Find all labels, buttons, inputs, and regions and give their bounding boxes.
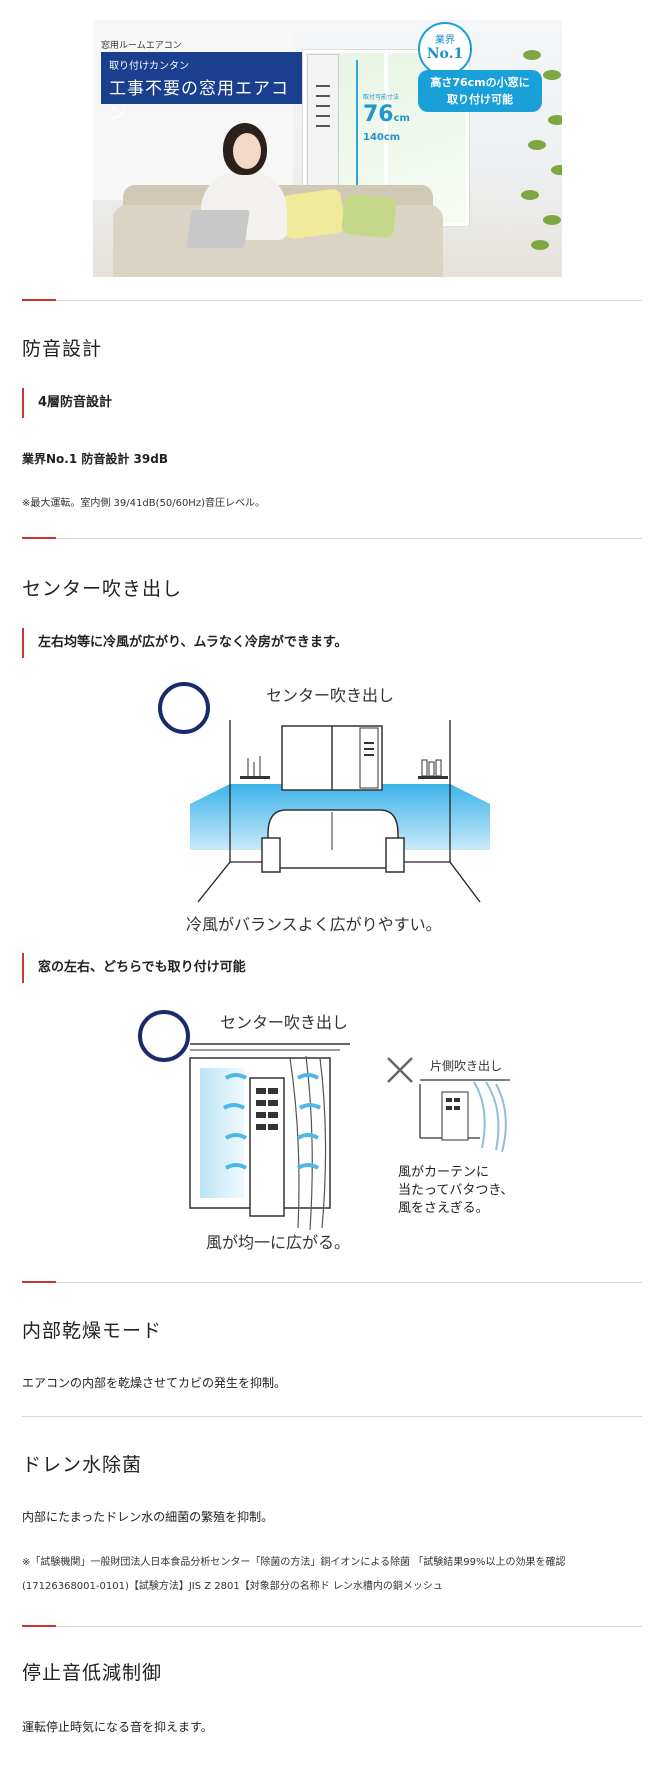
hero-dimension-140: 140cm [363,132,401,143]
fig2-side-text-2: 当たってバタつき、 [398,1183,513,1198]
subheading-soundproof: 4層防音設計 [22,388,112,418]
ng-cross-icon [387,1057,413,1083]
section-title-stop-noise: 停止音低減制御 [22,1662,163,1684]
hero-woman-face [233,133,261,169]
divider-accent [22,537,56,539]
section-title-drain: ドレン水除菌 [22,1454,143,1476]
hero-callout-bubble: 高さ76cmの小窓に 取り付け可能 [418,70,542,112]
drain-note-line2: (17126368001-0101)【試験方法】JIS Z 2801【対象部分の… [22,1581,443,1592]
fig2-label: センター吹き出し [220,1013,348,1032]
hero-dimension-76: 76cm [363,102,410,127]
divider-accent [22,299,56,301]
divider [22,538,642,539]
center-outlet-room-diagram: センター吹き出し 冷風がバランスよく広がりやすい。 [158,682,490,934]
section-title-dry-mode: 内部乾燥モード [22,1320,163,1342]
divider-accent [22,1625,56,1627]
subheading-center-outlet-2: 窓の左右、どちらでも取り付け可能 [22,953,246,983]
hero-laptop [186,210,250,248]
soundproof-headline: 業界No.1 防音設計 39dB [22,452,168,466]
center-outlet-window-diagram: センター吹き出し 風が均一に広がる。 片側吹き出し 風がカーテンに 当たってバタ… [138,1010,513,1252]
fig1-caption: 冷風がバランスよく広がりやすい。 [186,915,442,934]
fig2-side-text-3: 風をさえぎる。 [398,1201,489,1216]
hero-pillow-yellow [280,188,346,240]
hero-dimension-caption: 取付可能寸法 [363,94,400,101]
hero-title-line2: 工事不要の窓用エアコン [109,79,289,124]
hero-wall [93,20,293,200]
fig2-side-text-1: 風がカーテンに [398,1165,489,1180]
hero-pillow-green [341,193,397,239]
divider [22,1416,642,1417]
fig2-side-label: 片側吹き出し [430,1059,502,1073]
divider [22,1282,642,1283]
ok-circle-icon [138,1010,190,1062]
subheading-center-outlet-1: 左右均等に冷風が広がり、ムラなく冷房ができます。 [22,628,348,658]
section-title-soundproof: 防音設計 [22,338,103,360]
hero-tag-small: 窓用ルームエアコン [101,41,182,51]
drain-note-line1: ※「試験機関」一般財団法人日本食品分析センター「除菌の方法」銅イオンによる除菌 … [22,1557,566,1568]
divider-accent [22,1281,56,1283]
drain-text: 内部にたまったドレン水の細菌の繁殖を抑制。 [22,1510,274,1524]
divider [22,1626,642,1627]
divider [22,300,642,301]
hero-banner: 窓用ルームエアコン 取り付けカンタン 工事不要の窓用エアコン 取付可能寸法 76… [93,20,562,277]
ok-circle-icon [158,682,210,734]
fig1-label: センター吹き出し [266,686,394,705]
dry-mode-text: エアコンの内部を乾燥させてカビの発生を抑制。 [22,1376,287,1390]
fig2-caption: 風が均一に広がる。 [206,1233,350,1252]
hero-title-box: 取り付けカンタン 工事不要の窓用エアコン [101,52,303,124]
hero-title-line1: 取り付けカンタン [109,61,189,72]
section-title-center-outlet: センター吹き出し [22,578,183,600]
soundproof-note: ※最大運転。室内側 39/41dB(50/60Hz)音圧レベル。 [22,498,265,509]
stop-noise-text: 運転停止時気になる音を抑えます。 [22,1720,213,1734]
hero-dimension-bar [356,60,358,210]
hero-no1-badge: 業界 No.1 [418,22,472,76]
